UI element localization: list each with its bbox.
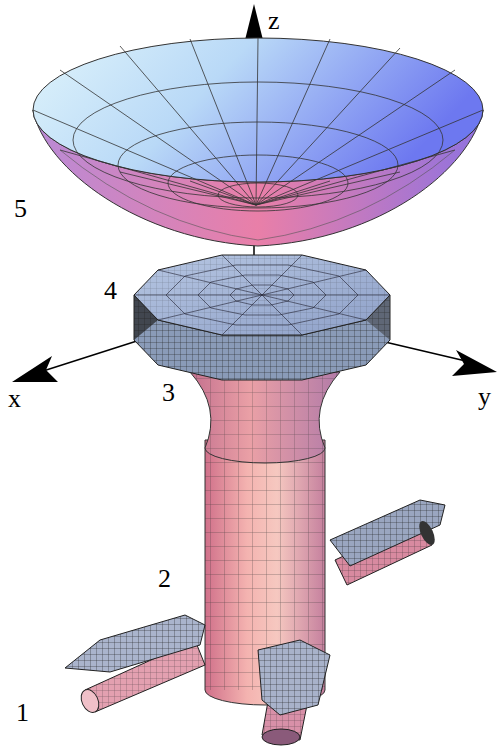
callout-label: x [8,386,21,412]
callout-label: 2 [158,566,171,592]
callout-label: 5 [14,196,27,222]
callout-label: 4 [104,278,117,304]
callout-label: 1 [16,700,29,726]
callout-label: y [478,384,491,410]
callout-label: z [268,8,280,34]
callout-label: 3 [162,380,175,406]
